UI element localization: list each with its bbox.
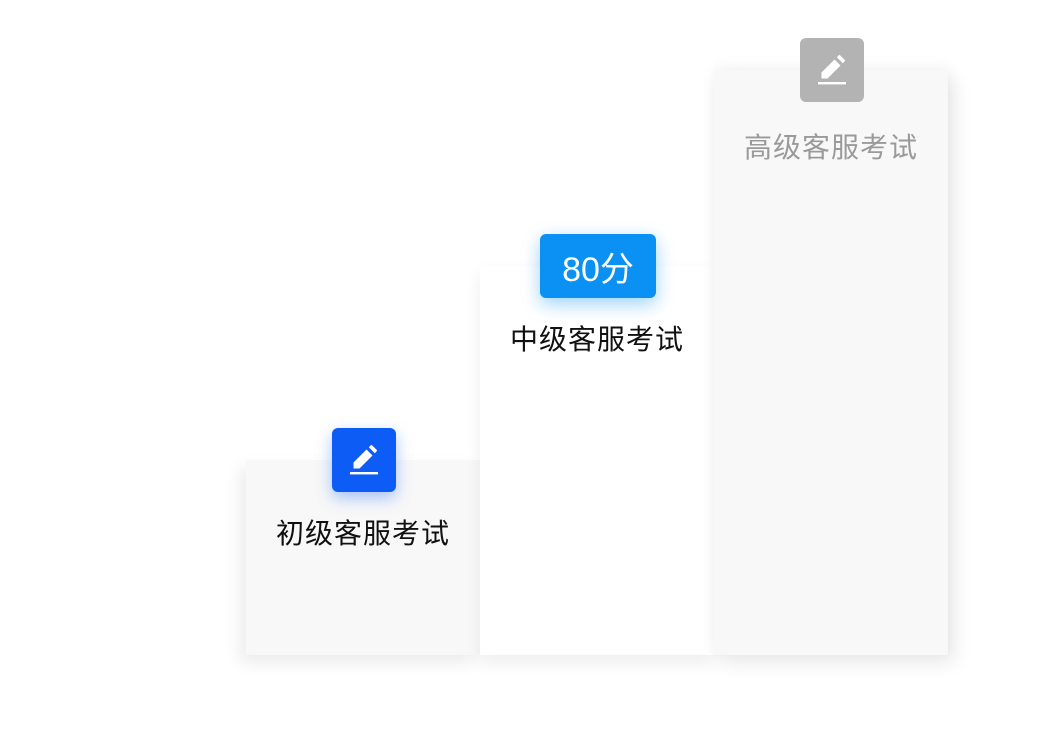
exam-label-intermediate: 中级客服考试 xyxy=(509,323,684,356)
start-exam-button-advanced[interactable] xyxy=(800,38,864,102)
step-intermediate-exam[interactable]: 80分 中级客服考试 xyxy=(480,234,714,655)
step-beginner-exam[interactable]: 初级客服考试 xyxy=(246,428,480,655)
step-advanced-exam[interactable]: 高级客服考试 xyxy=(714,38,948,655)
exam-label-beginner: 初级客服考试 xyxy=(275,517,450,550)
start-exam-button-beginner[interactable] xyxy=(332,428,396,492)
edit-pencil-icon xyxy=(350,445,378,475)
score-badge-intermediate: 80分 xyxy=(540,234,656,298)
exam-label-advanced: 高级客服考试 xyxy=(743,131,918,164)
edit-pencil-icon xyxy=(818,55,846,85)
